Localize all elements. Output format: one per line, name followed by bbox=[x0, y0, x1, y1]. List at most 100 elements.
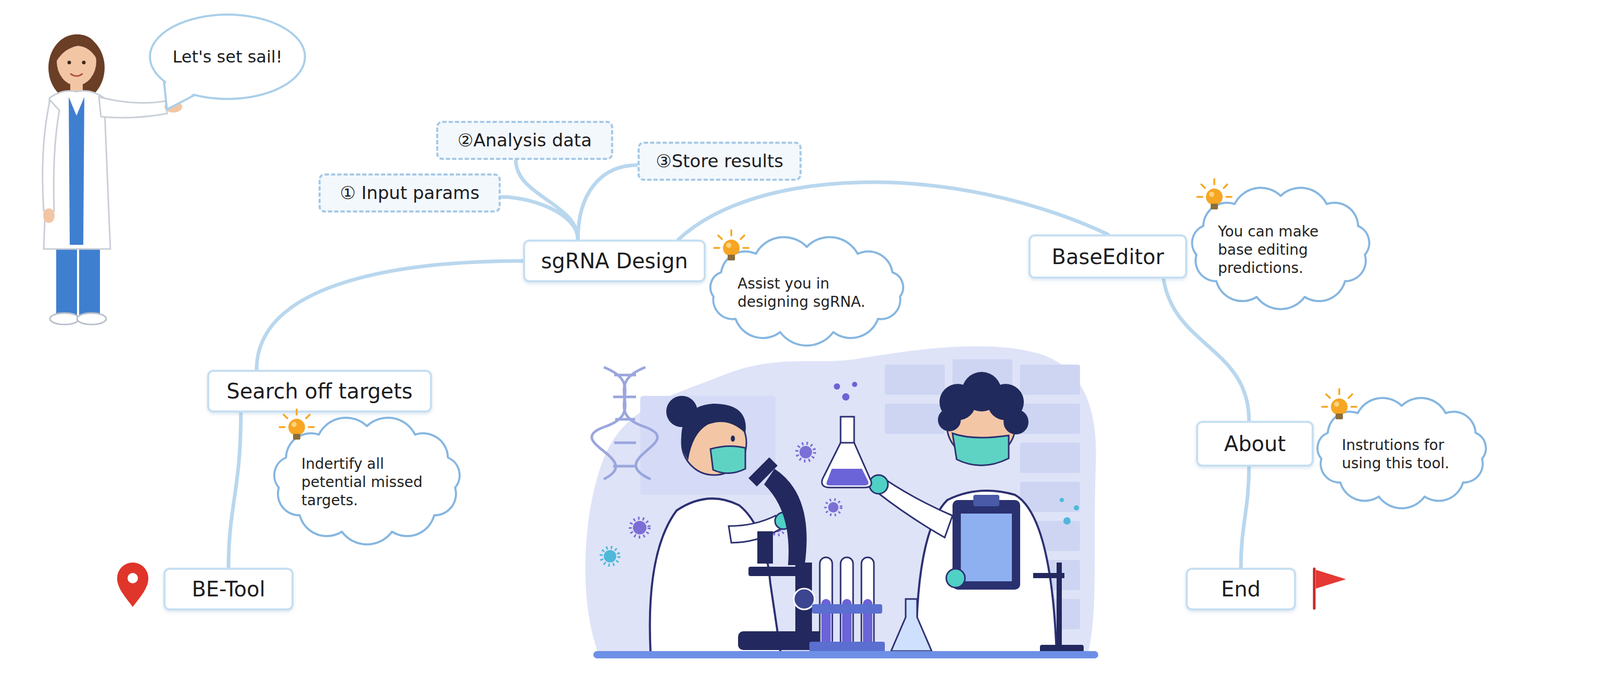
lab-scene bbox=[601, 547, 619, 565]
connector bbox=[577, 164, 638, 240]
lab-scene bbox=[613, 464, 637, 468]
lab-scene bbox=[1063, 516, 1071, 525]
lab-scene bbox=[877, 478, 953, 538]
lab-scene bbox=[591, 366, 646, 479]
node-label: ① Input params bbox=[339, 181, 480, 205]
lab-scene bbox=[884, 403, 945, 434]
location-pin bbox=[127, 572, 138, 583]
lab-scene bbox=[614, 441, 637, 444]
step-box: ③Store results bbox=[637, 141, 802, 181]
note-cloud: You can make base editing predictions. bbox=[1193, 193, 1368, 301]
lab-scene bbox=[1059, 497, 1079, 525]
node-label: sgRNA Design bbox=[540, 247, 688, 274]
woman-figure bbox=[42, 99, 60, 211]
lab-scene bbox=[796, 442, 815, 461]
lab-scene bbox=[821, 442, 872, 488]
end-flag bbox=[1314, 568, 1346, 608]
lab-scene bbox=[891, 598, 932, 651]
lab-scene bbox=[585, 346, 1099, 658]
lab-scene bbox=[833, 383, 841, 390]
note-cloud: Instrutions for using this tool. bbox=[1318, 403, 1485, 501]
lab-scene bbox=[828, 501, 839, 513]
process-box: BaseEditor bbox=[1028, 234, 1188, 279]
location-pin bbox=[117, 562, 149, 607]
bulb-icon bbox=[1197, 179, 1232, 210]
bulb-icon bbox=[279, 409, 314, 440]
process-box: Search off targets bbox=[207, 369, 433, 413]
lab-scene bbox=[585, 346, 1097, 654]
lab-scene bbox=[833, 381, 858, 401]
lab-scene bbox=[1033, 562, 1084, 654]
cloud-outline bbox=[1191, 187, 1369, 310]
woman-figure bbox=[43, 208, 55, 223]
woman-figure bbox=[49, 312, 80, 325]
lab-scene bbox=[738, 456, 824, 650]
lab-scene bbox=[650, 395, 792, 654]
node-label: You can make base editing predictions. bbox=[1217, 222, 1351, 277]
lab-scene bbox=[952, 433, 1009, 466]
lab-scene bbox=[613, 395, 637, 399]
node-label: End bbox=[1221, 575, 1261, 602]
lab-scene bbox=[937, 371, 1029, 435]
connector bbox=[1240, 466, 1250, 568]
node-label: BE-Tool bbox=[191, 575, 265, 602]
lab-scene bbox=[1020, 403, 1081, 434]
lab-scene bbox=[1020, 364, 1081, 395]
lab-scene bbox=[591, 366, 658, 479]
cloud-outline bbox=[274, 417, 460, 544]
lab-scene bbox=[811, 603, 883, 614]
lab-scene bbox=[799, 445, 812, 459]
bubble-tail bbox=[166, 80, 195, 110]
node-label: Let's set sail! bbox=[172, 46, 283, 68]
end-flag bbox=[1315, 569, 1346, 589]
lab-scene bbox=[614, 373, 637, 377]
speech-bubble: Let's set sail! bbox=[147, 12, 308, 101]
bubble-tail bbox=[163, 80, 195, 110]
step-box: ① Input params bbox=[318, 173, 501, 213]
lab-scene bbox=[825, 499, 842, 515]
node-label: Assist you in designing sgRNA. bbox=[737, 274, 884, 311]
lab-scene bbox=[937, 408, 961, 431]
woman-figure bbox=[68, 96, 85, 245]
lab-scene bbox=[793, 588, 815, 609]
woman-figure bbox=[67, 60, 72, 65]
node-label: Indertify all petential missed targets. bbox=[301, 454, 440, 510]
lab-scene bbox=[973, 494, 1000, 506]
lab-scene bbox=[632, 520, 647, 535]
woman-figure bbox=[56, 34, 99, 63]
lab-scene bbox=[821, 371, 1057, 654]
lab-scene bbox=[842, 392, 850, 401]
lab-scene bbox=[630, 517, 650, 537]
lab-scene bbox=[809, 556, 885, 652]
connector bbox=[500, 196, 578, 240]
process-box: End bbox=[1185, 567, 1297, 611]
end-flag bbox=[1313, 568, 1316, 608]
lab-scene bbox=[1033, 572, 1065, 578]
lab-scene bbox=[809, 641, 885, 652]
lab-scene bbox=[946, 568, 965, 588]
process-box: sgRNA Design bbox=[523, 239, 706, 283]
connector bbox=[228, 412, 241, 568]
woman-figure bbox=[82, 60, 86, 65]
woman-figure bbox=[98, 96, 168, 118]
lab-scene bbox=[826, 468, 869, 486]
lab-scene bbox=[960, 513, 1012, 581]
node-label: ③Store results bbox=[655, 149, 784, 173]
lab-scene bbox=[840, 416, 855, 444]
lab-scene bbox=[757, 530, 773, 564]
lab-scene bbox=[1003, 409, 1029, 435]
step-box: ②Analysis data bbox=[436, 120, 614, 160]
note-cloud: Assist you in designing sgRNA. bbox=[710, 244, 904, 336]
node-label: Instrutions for using this tool. bbox=[1341, 435, 1469, 473]
lab-scene bbox=[730, 435, 735, 442]
node-label: ②Analysis data bbox=[457, 129, 592, 152]
connector bbox=[678, 182, 1108, 240]
location-pin bbox=[117, 562, 149, 607]
connector bbox=[515, 159, 578, 240]
woman-figure bbox=[77, 312, 107, 325]
node-label: Search off targets bbox=[226, 377, 413, 404]
lab-scene bbox=[1059, 497, 1064, 502]
lab-scene bbox=[1073, 504, 1079, 511]
lab-scene bbox=[1020, 442, 1081, 473]
lab-scene bbox=[710, 445, 746, 473]
